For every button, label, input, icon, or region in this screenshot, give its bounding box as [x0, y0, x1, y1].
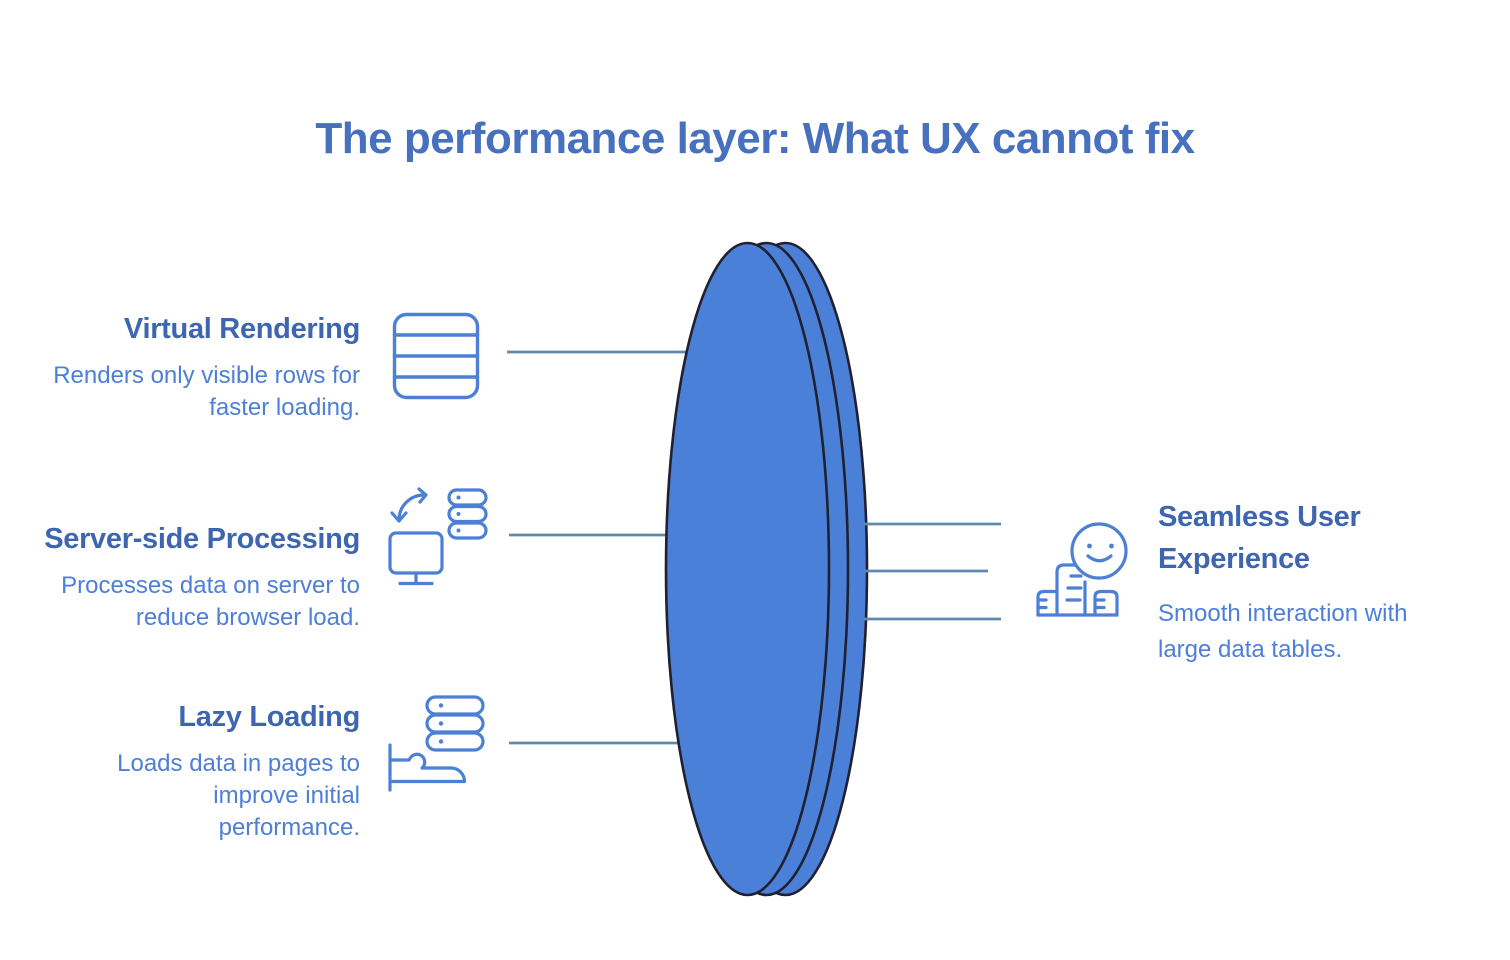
happy-user-icon	[1033, 515, 1133, 622]
item-description: Smooth interaction with large data table…	[1158, 600, 1408, 663]
item-heading: Lazy Loading	[178, 701, 360, 733]
monitor-sync-server-icon	[388, 487, 488, 592]
item-heading: Virtual Rendering	[123, 313, 360, 345]
table-rows-icon	[392, 312, 480, 405]
right-item-seamless-user-experience: Seamless User Experience Smooth interact…	[1158, 496, 1460, 668]
left-item-lazy-loading: Lazy Loading Loads data in pages to impr…	[68, 700, 360, 844]
left-item-virtual-rendering: Virtual Rendering Renders only visible r…	[38, 312, 360, 424]
item-description: Processes data on server to reduce brows…	[61, 572, 360, 631]
lens-disc-front	[664, 241, 831, 897]
item-heading: Server-side Processing	[44, 523, 360, 555]
hand-server-icon	[383, 692, 488, 797]
item-heading: Seamless User Experience	[1158, 501, 1361, 575]
diagram-title: The performance layer: What UX cannot fi…	[315, 114, 1195, 163]
item-description: Loads data in pages to improve initial p…	[117, 750, 360, 841]
left-item-server-side-processing: Server-side Processing Processes data on…	[28, 522, 360, 634]
item-description: Renders only visible rows for faster loa…	[53, 362, 360, 421]
